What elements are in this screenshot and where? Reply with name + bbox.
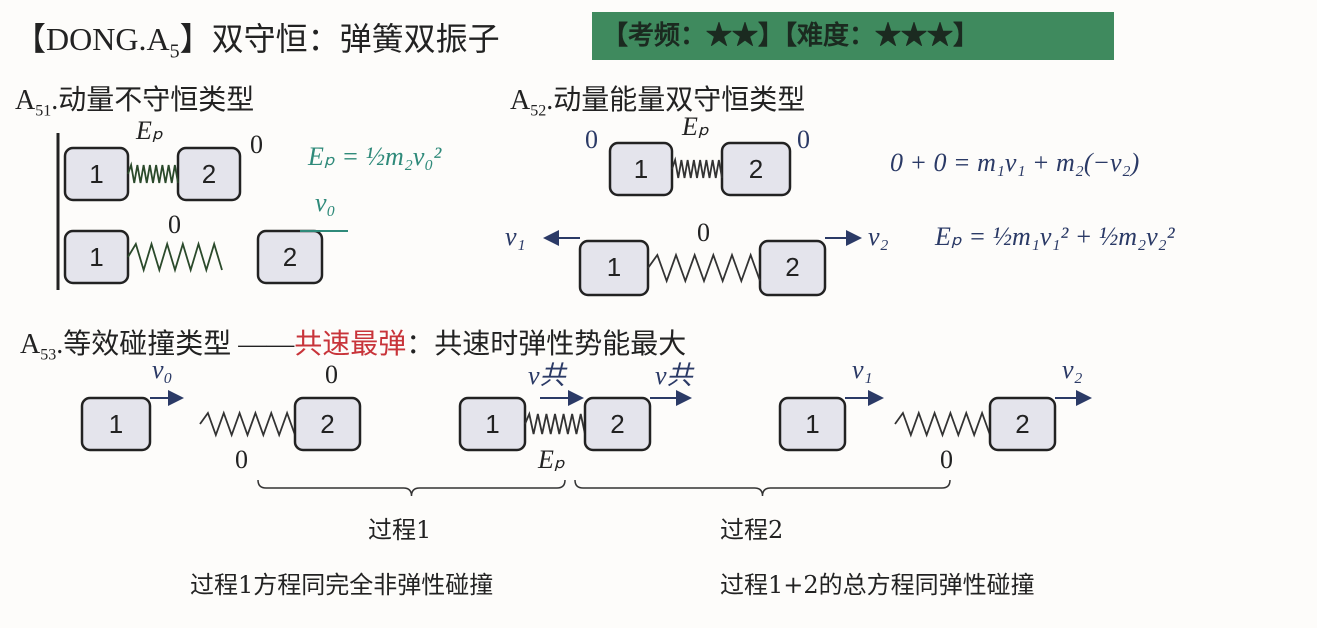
s1-zero-spring: 0 bbox=[235, 445, 248, 474]
note-process-1: 过程1方程同完全非弹性碰撞 bbox=[190, 571, 494, 599]
a52-zero-left: 0 bbox=[585, 125, 598, 154]
block-1: 1 bbox=[805, 409, 820, 439]
block bbox=[720, 141, 792, 197]
s2-ep-label: Eₚ bbox=[538, 445, 566, 474]
brace-icon bbox=[257, 479, 566, 497]
s2-vcommon-label: v共 bbox=[528, 361, 566, 390]
brace-icon bbox=[574, 479, 951, 497]
block bbox=[583, 396, 652, 452]
block-2: 2 bbox=[320, 409, 335, 439]
process-2-label: 过程2 bbox=[720, 516, 784, 544]
process-1-label: 过程1 bbox=[368, 516, 432, 544]
spring-icon bbox=[894, 410, 991, 438]
spring-icon bbox=[127, 240, 223, 274]
block-2: 2 bbox=[748, 154, 764, 184]
a52-ep-label: Eₚ bbox=[682, 112, 710, 141]
a53-heading: A53.等效碰撞类型 ——共速最弹：共速时弹性势能最大 bbox=[20, 329, 687, 364]
energy-equation: Eₚ = ½m₁v₁² + ½m₂v₂² bbox=[935, 222, 1175, 251]
a52-v1-label: v₁ bbox=[505, 222, 526, 251]
block-1: 1 bbox=[89, 159, 104, 189]
s3-v1-label: v₁ bbox=[852, 355, 873, 384]
s1-zero-top: 0 bbox=[325, 360, 338, 389]
difficulty-badge: 【考频：★★】【难度：★★★】 bbox=[592, 12, 1114, 60]
highlight-text: 共速最弹 bbox=[294, 329, 407, 360]
block-1: 1 bbox=[633, 154, 649, 184]
a51-formula: Eₚ = ½m₂v₀² bbox=[308, 142, 442, 171]
spring-icon bbox=[647, 252, 761, 284]
spring-icon bbox=[127, 161, 179, 184]
block bbox=[758, 239, 827, 297]
momentum-equation: 0 + 0 = m₁v₁ + m₂(−v₂) bbox=[890, 148, 1140, 177]
a51-ep-label: Eₚ bbox=[136, 116, 164, 145]
block-2: 2 bbox=[282, 242, 298, 272]
block-2: 2 bbox=[201, 159, 217, 189]
s3-zero-spring: 0 bbox=[940, 445, 953, 474]
block-2: 2 bbox=[785, 252, 800, 282]
note-process-1-2: 过程1+2的总方程同弹性碰撞 bbox=[720, 571, 1035, 599]
s2-vcommon-label-2: v共 bbox=[655, 361, 693, 390]
a52-zero-spring: 0 bbox=[697, 218, 710, 247]
block-1: 1 bbox=[485, 409, 500, 439]
spring-icon bbox=[199, 410, 296, 438]
s1-v0-label: v₀ bbox=[152, 355, 173, 384]
a51-zero-spring: 0 bbox=[168, 210, 181, 239]
a52-heading: A52.动量能量双守恒类型 bbox=[510, 85, 806, 120]
block bbox=[176, 146, 242, 202]
a52-zero-right: 0 bbox=[797, 125, 810, 154]
a52-v2-label: v₂ bbox=[868, 222, 889, 251]
a51-heading: A51.动量不守恒类型 bbox=[15, 85, 255, 120]
a51-zero-top: 0 bbox=[250, 130, 263, 159]
block bbox=[293, 396, 362, 452]
block-2: 2 bbox=[610, 409, 625, 439]
block-1: 1 bbox=[89, 242, 104, 272]
spring-icon bbox=[524, 411, 586, 435]
block bbox=[778, 396, 847, 452]
a51-v0-label: v₀ bbox=[315, 188, 336, 217]
page-title: 【DONG.A5】双守恒：弹簧双振子 bbox=[14, 21, 500, 63]
block-2: 2 bbox=[1015, 409, 1030, 439]
block-1: 1 bbox=[606, 252, 622, 282]
block-1: 1 bbox=[108, 409, 124, 439]
block bbox=[80, 396, 152, 452]
block bbox=[256, 229, 324, 285]
block bbox=[988, 396, 1057, 452]
spring-icon bbox=[671, 156, 723, 179]
s3-v2-label: v₂ bbox=[1062, 355, 1083, 384]
